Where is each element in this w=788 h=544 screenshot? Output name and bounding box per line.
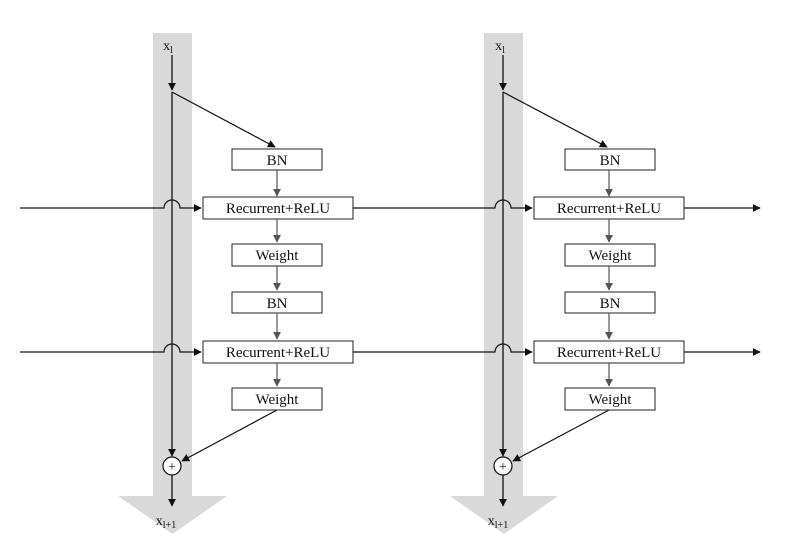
- svg-text:Recurrent+ReLU: Recurrent+ReLU: [226, 201, 330, 217]
- layer-weight-2b: Weight: [564, 387, 656, 411]
- svg-text:Weight: Weight: [256, 392, 300, 408]
- layer-recurrent-relu-1a: Recurrent+ReLU: [202, 196, 354, 220]
- svg-text:Weight: Weight: [256, 248, 300, 264]
- return-arrow-1: [181, 409, 278, 462]
- layer-bn-2b: BN: [564, 291, 656, 314]
- svg-text:Recurrent+ReLU: Recurrent+ReLU: [557, 201, 661, 217]
- svg-text:+: +: [499, 460, 507, 475]
- return-arrow-2: [512, 409, 610, 462]
- layer-bn-2a: BN: [564, 148, 656, 171]
- sum-node-2: +: [493, 456, 513, 476]
- svg-text:BN: BN: [600, 296, 621, 312]
- input-label-2: xl: [495, 39, 505, 56]
- layer-recurrent-relu-2a: Recurrent+ReLU: [533, 196, 685, 220]
- output-label-1: xl+1: [156, 514, 176, 531]
- layer-bn-1a: BN: [231, 148, 323, 171]
- branch-arrow-2: [502, 91, 608, 148]
- layer-weight-1a: Weight: [231, 243, 323, 267]
- recurrent-connection-row-1: [20, 199, 761, 212]
- layer-weight-1b: Weight: [231, 387, 323, 411]
- layer-recurrent-relu-2b: Recurrent+ReLU: [533, 340, 685, 364]
- sum-node-1: +: [162, 456, 182, 476]
- svg-text:BN: BN: [267, 153, 288, 169]
- branch-arrow-1: [171, 91, 276, 148]
- svg-text:Recurrent+ReLU: Recurrent+ReLU: [226, 345, 330, 361]
- recurrent-connection-row-2: [20, 343, 761, 356]
- svg-text:Weight: Weight: [589, 392, 633, 408]
- residual-block-2: xl + xl+1 BN Recurrent+ReLU Weight BN: [450, 33, 685, 534]
- output-label-2: xl+1: [488, 514, 508, 531]
- svg-text:BN: BN: [600, 153, 621, 169]
- layer-bn-1b: BN: [231, 291, 323, 314]
- svg-text:Weight: Weight: [589, 248, 633, 264]
- residual-block-1: xl + xl+1 BN Recurrent+ReLU Weight: [118, 33, 354, 534]
- layer-weight-2a: Weight: [564, 243, 656, 267]
- layer-recurrent-relu-1b: Recurrent+ReLU: [202, 340, 354, 364]
- svg-text:Recurrent+ReLU: Recurrent+ReLU: [557, 345, 661, 361]
- input-label-1: xl: [163, 39, 173, 56]
- svg-text:+: +: [168, 460, 176, 475]
- svg-text:BN: BN: [267, 296, 288, 312]
